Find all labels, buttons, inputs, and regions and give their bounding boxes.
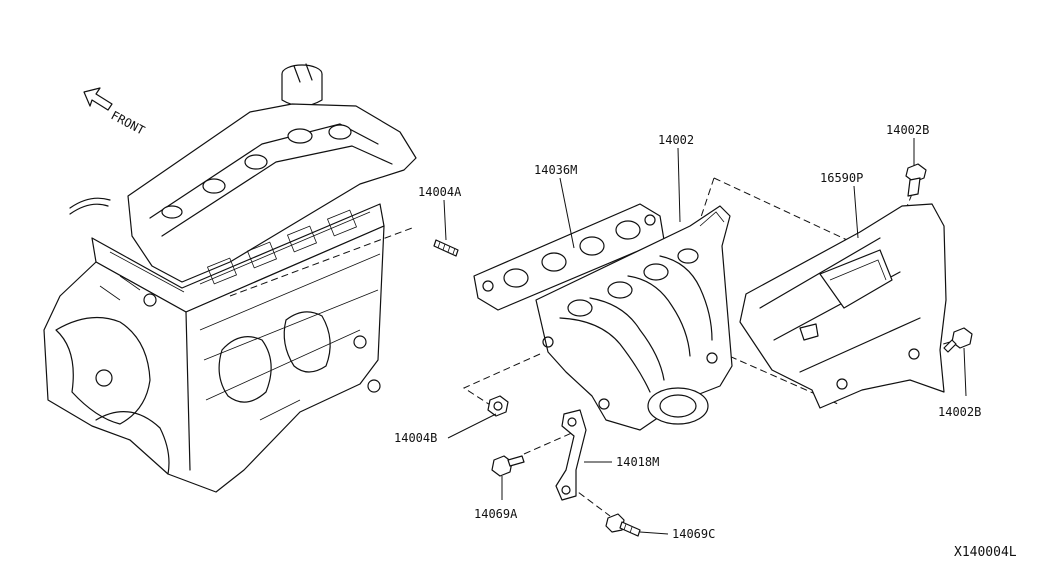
label-14002: 14002 bbox=[658, 133, 694, 147]
exhaust-manifold-14002 bbox=[535, 205, 733, 431]
label-16590p: 16590P bbox=[820, 171, 863, 185]
label-14002b-side: 14002B bbox=[938, 405, 981, 419]
label-14018m: 14018M bbox=[616, 455, 659, 469]
front-label: FRONT bbox=[109, 108, 147, 137]
bolt-14002b-top bbox=[905, 163, 927, 197]
bolt-14069c bbox=[605, 513, 641, 537]
nut-14004b bbox=[487, 395, 509, 417]
bolt-14069a bbox=[491, 455, 525, 477]
arrow-up-left-icon bbox=[83, 87, 113, 111]
label-14004b: 14004B bbox=[394, 431, 437, 445]
label-14069c: 14069C bbox=[672, 527, 715, 541]
bolt-14002b-side bbox=[943, 327, 973, 353]
label-14002b-top: 14002B bbox=[886, 123, 929, 137]
stud-14004a bbox=[433, 239, 459, 257]
label-14004a: 14004A bbox=[418, 185, 462, 199]
heat-shield-16590p bbox=[739, 203, 947, 409]
diagram-id: X140004L bbox=[954, 545, 1017, 560]
label-14069a: 14069A bbox=[474, 507, 518, 521]
bracket-14018m bbox=[555, 409, 587, 501]
label-14036m: 14036M bbox=[534, 163, 577, 177]
engine-assembly bbox=[43, 63, 417, 493]
